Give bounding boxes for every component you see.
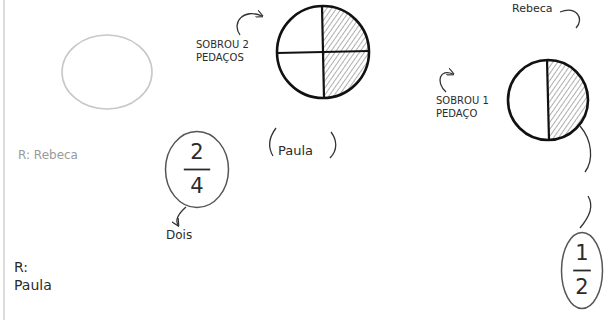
pencil-arrows (177, 10, 591, 228)
rebeca-pizza (508, 60, 588, 140)
number-word: Dois (166, 228, 192, 244)
fraction-part: 2 (190, 142, 203, 163)
fraction-circle: 12 (560, 231, 604, 310)
answer: R: Paula (14, 258, 60, 294)
leftover-note: SOBROU 1 PEDAÇO (436, 94, 498, 120)
fraction-part: 4 (190, 176, 203, 197)
erased-answer: R: Rebeca (18, 148, 78, 164)
paula-pizza (277, 6, 369, 98)
pizza-owner: Rebeca (512, 2, 552, 16)
fraction-circle: 24 (164, 130, 230, 209)
erased-circle (62, 35, 152, 109)
leftover-note: SOBROU 2 PEDAÇOS (196, 38, 258, 64)
fraction-part: 1 (575, 243, 588, 264)
fraction-part: 2 (575, 277, 588, 298)
pizza-owner: Paula (278, 143, 313, 160)
page-margin (3, 0, 4, 320)
